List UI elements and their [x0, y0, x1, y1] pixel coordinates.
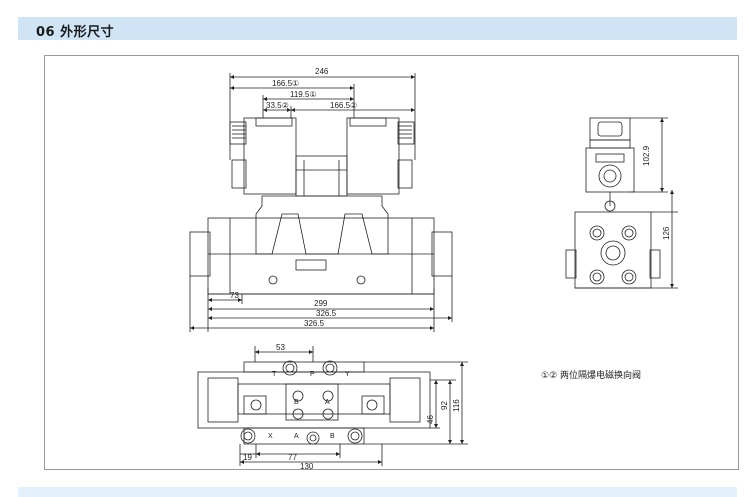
dim-119-5-1: 119.5①: [290, 90, 317, 99]
section-header-bar: [18, 17, 737, 40]
dim-77: 77: [288, 453, 297, 462]
dim-130: 130: [300, 462, 314, 471]
port-y-label: Y: [345, 371, 350, 378]
dim-116: 116: [452, 399, 461, 412]
footer-bar: [18, 487, 737, 497]
port-b-inner-label: B: [294, 399, 299, 406]
section-title: 06 外形尺寸: [36, 25, 115, 40]
dim-326-5-b: 326.5: [304, 319, 325, 328]
dim-126: 126: [662, 226, 671, 240]
port-p-label: P: [310, 371, 315, 378]
dim-92: 92: [440, 401, 449, 410]
dim-102-9: 102.9: [642, 145, 651, 166]
dim-19: 19: [243, 453, 252, 462]
dim-73: 73: [230, 291, 239, 300]
top-view: [197, 346, 468, 466]
side-view: [565, 117, 678, 289]
port-b-label: B: [330, 433, 335, 440]
dim-299: 299: [314, 299, 328, 308]
port-a-label: A: [294, 433, 299, 440]
front-view: [189, 73, 453, 332]
dim-246: 246: [315, 67, 329, 76]
valve-note: ①② 两位隔爆电磁换向阀: [541, 369, 641, 381]
dim-53: 53: [276, 343, 285, 352]
port-a-inner-label: A: [325, 399, 330, 406]
dim-166-5-2: 166.5②: [330, 101, 357, 110]
port-t-label: T: [272, 371, 277, 378]
port-x-label: X: [268, 433, 273, 440]
dim-33-5-2: 33.5②: [266, 101, 289, 110]
dim-326-5-a: 326.5: [316, 309, 337, 318]
drawing-panel: [44, 55, 739, 470]
dim-46: 46: [426, 415, 435, 424]
dim-166-5-1: 166.5①: [272, 79, 299, 88]
